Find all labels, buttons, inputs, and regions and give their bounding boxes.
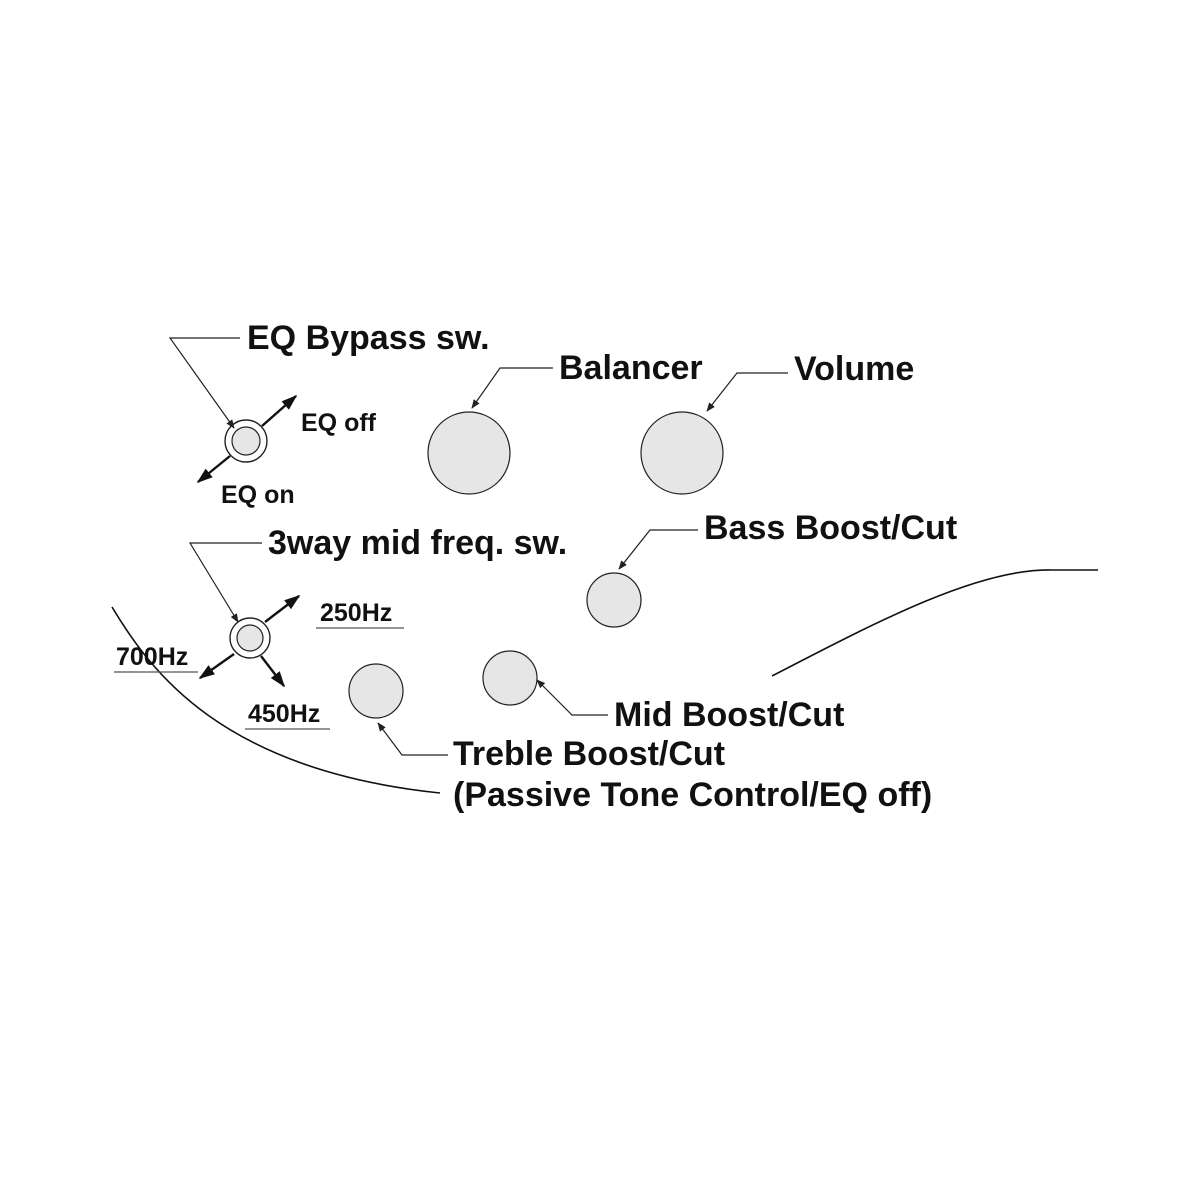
balancer-leader bbox=[471, 367, 553, 409]
body-outline-left bbox=[111, 606, 441, 794]
balancer-label: Balancer bbox=[559, 349, 703, 387]
mid-frequency-switch-label: 3way mid freq. sw. bbox=[268, 524, 567, 562]
mid-leader bbox=[536, 679, 608, 716]
treble-knob[interactable] bbox=[348, 663, 404, 719]
eq-on-direction-arrow bbox=[196, 455, 231, 484]
700hz-direction-arrow bbox=[198, 653, 235, 679]
treble-note-label: (Passive Tone Control/EQ off) bbox=[453, 776, 932, 814]
mid-label: Mid Boost/Cut bbox=[614, 696, 844, 734]
eq-bypass-switch[interactable] bbox=[224, 419, 268, 463]
mid-frequency-switch[interactable] bbox=[229, 617, 271, 659]
250hz-label: 250Hz bbox=[320, 599, 392, 627]
mid-knob[interactable] bbox=[482, 650, 538, 706]
bass-label: Bass Boost/Cut bbox=[704, 509, 957, 547]
volume-leader bbox=[706, 372, 788, 412]
eq-bypass-label: EQ Bypass sw. bbox=[247, 319, 490, 357]
450hz-label: 450Hz bbox=[248, 700, 320, 728]
eq-bypass-leader bbox=[168, 337, 240, 429]
eq-off-direction-arrow bbox=[261, 394, 298, 427]
volume-label: Volume bbox=[794, 350, 914, 388]
treble-label: Treble Boost/Cut bbox=[453, 735, 725, 773]
eq-on-label: EQ on bbox=[221, 481, 295, 509]
volume-knob[interactable] bbox=[640, 411, 724, 495]
treble-leader bbox=[377, 722, 448, 756]
250hz-direction-arrow bbox=[264, 595, 301, 623]
body-outline-right bbox=[771, 569, 1098, 677]
bass-knob[interactable] bbox=[586, 572, 642, 628]
bass-leader bbox=[618, 529, 698, 570]
700hz-label: 700Hz bbox=[116, 643, 188, 671]
balancer-knob[interactable] bbox=[427, 411, 511, 495]
mid-frequency-switch-leader bbox=[188, 542, 262, 623]
450hz-direction-arrow bbox=[260, 655, 285, 688]
eq-off-label: EQ off bbox=[301, 409, 377, 437]
